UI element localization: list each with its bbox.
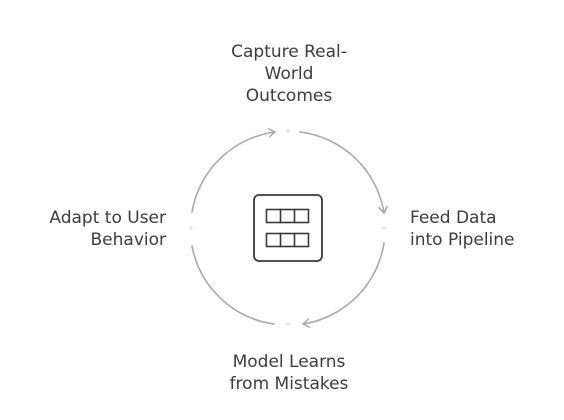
step-label-line: Feed Data: [410, 208, 497, 228]
node-dot-top: [286, 129, 290, 133]
arc-left-to-top: [191, 128, 276, 213]
step-label-line: into Pipeline: [410, 230, 515, 250]
step-label-model-learns: Model Learns from Mistakes: [164, 351, 414, 395]
arc-right-to-bottom: [302, 242, 385, 328]
step-label-line: Outcomes: [245, 86, 333, 106]
step-label-line: Adapt to User: [49, 208, 166, 228]
step-label-feed-data: Feed Data into Pipeline: [410, 207, 515, 251]
step-label-line: from Mistakes: [229, 374, 349, 394]
arc-bottom-to-left: [191, 245, 275, 325]
step-label-line: Behavior: [90, 230, 167, 250]
node-dot-left: [189, 226, 193, 230]
table-icon: [253, 194, 323, 262]
step-label-capture-outcomes: Capture Real- World Outcomes: [164, 41, 414, 107]
node-dot-right: [382, 226, 386, 230]
node-dot-bottom: [286, 322, 290, 326]
step-label-adapt-behavior: Adapt to User Behavior: [0, 207, 166, 251]
step-label-line: World: [264, 64, 314, 84]
arc-top-to-right: [299, 131, 388, 214]
step-label-line: Capture Real-: [231, 42, 347, 62]
step-label-line: Model Learns: [232, 352, 346, 372]
